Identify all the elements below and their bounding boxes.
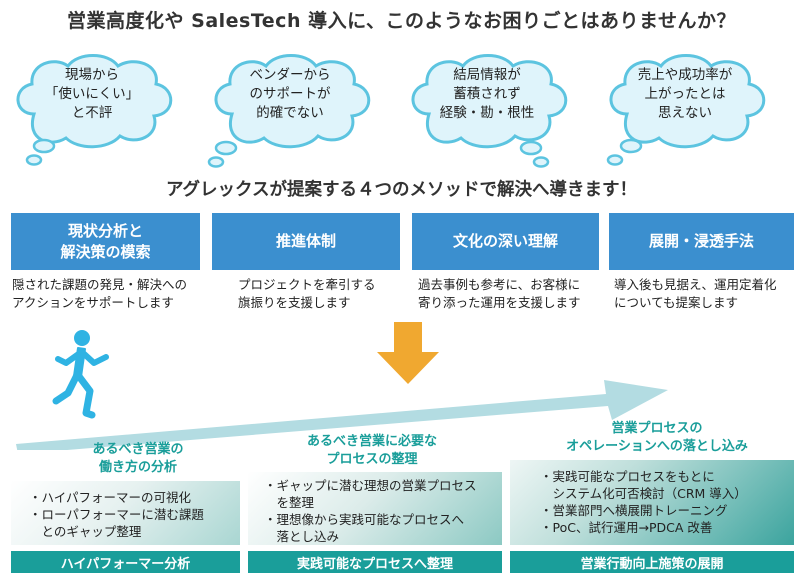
method-box-analysis: 現状分析と 解決策の模索	[11, 213, 200, 270]
concern-line: 経験・勘・根性	[439, 105, 535, 121]
stage-item: を整理	[264, 495, 315, 510]
method-box-structure: 推進体制	[212, 213, 400, 270]
method-title-line: 展開・浸透手法	[648, 232, 754, 250]
down-arrow-icon	[377, 322, 439, 384]
concern-text: ベンダーから のサポートが 的確でない	[202, 66, 378, 123]
stage-item: 落とし込み	[264, 529, 340, 544]
method-description: プロジェクトを牽引する 旗振りを支援します	[238, 276, 408, 312]
stage-box-process: ・ギャップに潜む理想の営業プロセス を整理 ・理想像から実践可能なプロセスへ 落…	[248, 472, 502, 545]
method-description: 隠された課題の発見・解決への アクションをサポートします	[12, 276, 207, 312]
concern-line: 的確でない	[256, 105, 324, 121]
method-title-line: 解決策の模索	[60, 242, 151, 261]
stage-item: ・営業部門へ横展開トレーニング	[540, 503, 728, 518]
concern-line: 上がったとは	[644, 86, 726, 102]
concern-cloud-4: 売上や成功率が 上がったとは 思えない	[597, 48, 787, 208]
concern-line: のサポートが	[249, 86, 331, 102]
concern-text: 結局情報が 蓄積されず 経験・勘・根性	[399, 66, 575, 123]
method-description: 過去事例も参考に、お客様に 寄り添った運用を支援します	[418, 276, 603, 312]
solution-heading: アグレックスが提案する４つのメソッドで解決へ導きます！	[165, 180, 638, 200]
stage-heading-line: オペレーションへの落とし込み	[566, 439, 748, 454]
concern-line: と不評	[71, 105, 113, 121]
method-desc-line: 過去事例も参考に、お客様に	[418, 277, 581, 292]
method-box-culture: 文化の深い理解	[412, 213, 599, 270]
stage-item: ・理想像から実践可能なプロセスへ	[264, 512, 465, 527]
concern-line: 売上や成功率が	[637, 67, 733, 83]
stage-heading-line: あるべき営業の	[92, 442, 184, 457]
method-desc-line: 隠された課題の発見・解決への	[12, 277, 188, 292]
page-title: 営業高度化や SalesTech 導入に、このようなお困りごとはありませんか？	[67, 10, 736, 32]
concern-cloud-3: 結局情報が 蓄積されず 経験・勘・根性	[399, 48, 589, 208]
method-desc-line: 旗振りを支援します	[238, 295, 351, 310]
method-desc-line: 導入後も見据え、運用定着化	[614, 277, 777, 292]
thought-cloud-icon	[207, 54, 371, 168]
method-title-line: 現状分析と	[67, 221, 143, 240]
method-title-line: 推進体制	[275, 232, 336, 250]
stage-heading-line: プロセスの整理	[326, 452, 418, 467]
method-box-deployment: 展開・浸透手法	[609, 213, 794, 270]
stage-item: システム化可否検討（CRM 導入）	[540, 486, 747, 501]
method-desc-line: プロジェクトを牽引する	[238, 277, 376, 292]
thought-cloud-icon	[16, 54, 173, 166]
stage-footer-label: 実践可能なプロセスへ整理	[248, 551, 502, 573]
concern-line: 思えない	[658, 105, 712, 121]
concern-text: 現場から 「使いにくい」 と不評	[4, 66, 180, 123]
concern-text: 売上や成功率が 上がったとは 思えない	[597, 66, 773, 123]
method-title-line: 文化の深い理解	[452, 232, 558, 250]
thought-cloud-icon	[411, 54, 568, 168]
concern-cloud-1: 現場から 「使いにくい」 と不評	[4, 48, 194, 208]
stage-heading: あるべき営業の 働き方の分析	[48, 441, 228, 477]
stage-footer-label: 営業行動向上施策の展開	[510, 551, 794, 573]
stage-heading: 営業プロセスの オペレーションへの落とし込み	[537, 420, 777, 456]
stage-heading-line: 営業プロセスの	[611, 421, 703, 436]
stage-heading-line: 働き方の分析	[98, 460, 177, 475]
concern-line: 現場から	[65, 67, 119, 83]
stage-item: ・ローパフォーマーに潜む課題	[29, 507, 204, 522]
method-desc-line: 寄り添った運用を支援します	[418, 295, 581, 310]
stage-item: ・ハイパフォーマーの可視化	[29, 490, 192, 505]
progress-arrow-icon	[16, 380, 668, 450]
concern-line: ベンダーから	[249, 67, 331, 83]
method-desc-line: アクションをサポートします	[12, 295, 174, 310]
stage-item: とのギャップ整理	[29, 524, 142, 539]
stage-item: ・ギャップに潜む理想の営業プロセス	[264, 478, 477, 493]
concern-line: 「使いにくい」	[44, 86, 140, 102]
concern-line: 蓄積されず	[453, 86, 521, 102]
stage-heading: あるべき営業に必要な プロセスの整理	[272, 433, 472, 469]
concern-line: 結局情報が	[453, 67, 521, 83]
stage-item: ・実践可能なプロセスをもとに	[540, 469, 715, 484]
method-description: 導入後も見据え、運用定着化 についても提案します	[614, 276, 794, 312]
stage-footer-label: ハイパフォーマー分析	[11, 551, 240, 573]
method-desc-line: についても提案します	[614, 295, 739, 310]
thought-cloud-icon	[606, 54, 766, 166]
stage-heading-line: あるべき営業に必要な	[306, 434, 437, 449]
concern-cloud-2: ベンダーから のサポートが 的確でない	[202, 48, 392, 208]
stage-box-analysis: ・ハイパフォーマーの可視化 ・ローパフォーマーに潜む課題 とのギャップ整理	[11, 481, 240, 545]
stage-item: ・PoC、試行運用→PDCA 改善	[540, 520, 713, 535]
stage-box-operation: ・実践可能なプロセスをもとに システム化可否検討（CRM 導入） ・営業部門へ横…	[510, 460, 794, 545]
running-person-icon	[52, 330, 109, 419]
